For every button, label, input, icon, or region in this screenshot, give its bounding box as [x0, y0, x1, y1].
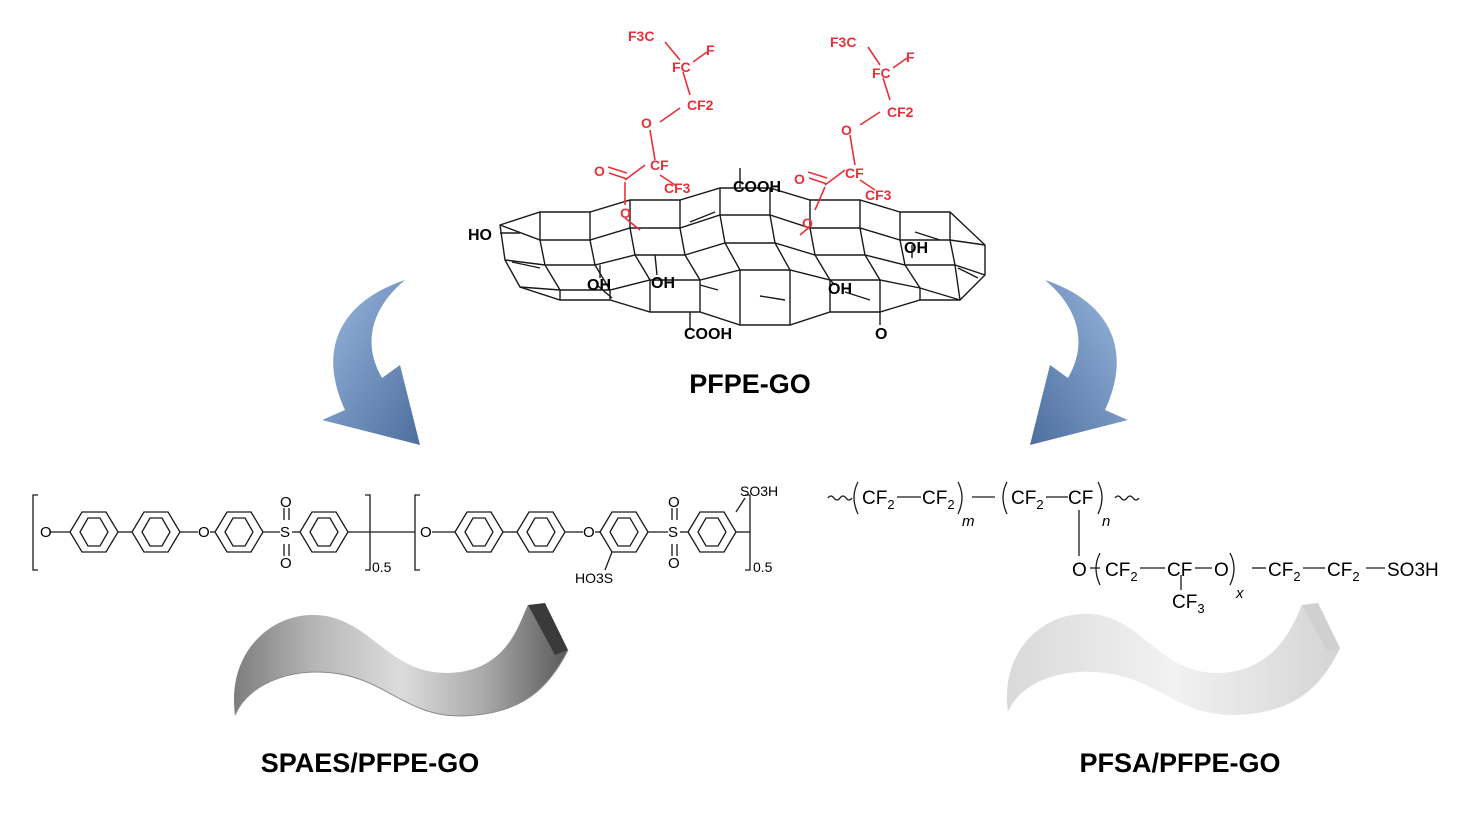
spaes-o-label-5: O	[420, 524, 432, 541]
spaes-o-label-1: O	[40, 524, 52, 541]
carbonyl-o-label: O	[794, 171, 805, 187]
cf3-label: CF3	[865, 187, 892, 203]
f3c-label: F3C	[830, 34, 856, 50]
pfsa-subscript-x: x	[1235, 585, 1244, 602]
ester-o-label: O	[620, 205, 631, 221]
pfsa-structure	[827, 481, 1385, 590]
spaes-s-label-1: S	[280, 524, 290, 541]
carbonyl-o-label: O	[594, 163, 605, 179]
pfsa-cf2-6: CF2	[1327, 560, 1360, 584]
spaes-o-label-8: O	[668, 555, 680, 572]
spaes-pfpe-go-label: SPAES/PFPE-GO	[261, 748, 480, 778]
pfsa-o-1: O	[1072, 560, 1087, 581]
pfsa-cf2-5: CF2	[1268, 560, 1301, 584]
graphene-oxide-sheet	[499, 168, 986, 330]
oh-label-1: OH	[587, 277, 611, 294]
pfsa-cf2-3: CF2	[1011, 488, 1044, 512]
spaes-o-label-3: O	[280, 494, 292, 511]
cf-label: CF	[845, 165, 864, 181]
cf3-label: CF3	[664, 180, 691, 196]
spaes-o-label-6: O	[583, 524, 595, 541]
fc-label: FC	[872, 65, 891, 81]
cf-label: CF	[650, 157, 669, 173]
pfpe-chain-left: F3C FC F CF2 O CF CF3 O O	[594, 28, 715, 231]
cf2-label: CF2	[687, 97, 714, 113]
spaes-so3h-label: SO3H	[740, 483, 778, 499]
ether-o-label: O	[641, 115, 652, 131]
pfsa-cf2-2: CF2	[922, 488, 955, 512]
oh-right-label: OH	[904, 240, 928, 257]
spaes-structure	[32, 494, 751, 571]
spaes-membrane-shape	[233, 603, 569, 717]
cooh-bottom-label: COOH	[684, 326, 732, 343]
curved-arrow-right-icon	[1030, 280, 1128, 445]
pfsa-subscript-n: n	[1102, 513, 1110, 530]
ester-o-label: O	[802, 215, 813, 231]
spaes-ho3s-label: HO3S	[575, 570, 613, 586]
pfsa-membrane-shape	[1006, 603, 1340, 715]
pfpe-chain-right: F3C FC F CF2 O CF CF3 O O	[794, 34, 915, 236]
pfsa-cf2-4: CF2	[1105, 560, 1138, 584]
cooh-top-label: COOH	[733, 179, 781, 196]
spaes-subscript-2: 0.5	[753, 559, 773, 575]
ether-o-label: O	[841, 122, 852, 138]
fc-label: FC	[672, 59, 691, 75]
pfsa-subscript-m: m	[962, 513, 975, 530]
spaes-subscript-1: 0.5	[372, 559, 392, 575]
cf2-label: CF2	[887, 104, 914, 120]
oh-label-3: OH	[828, 281, 852, 298]
spaes-o-label-4: O	[280, 555, 292, 572]
pfsa-cf: CF	[1068, 488, 1093, 509]
pfsa-cf3: CF3	[1172, 592, 1205, 616]
ketone-o-label: O	[875, 326, 887, 343]
f-label: F	[706, 42, 715, 58]
f3c-label: F3C	[628, 28, 654, 44]
pfsa-so3h-label: SO3H	[1387, 560, 1439, 581]
pfsa-pfpe-go-label: PFSA/PFPE-GO	[1079, 748, 1280, 778]
pfsa-cf2-1: CF2	[862, 488, 895, 512]
spaes-o-label-2: O	[198, 524, 210, 541]
f-label: F	[906, 49, 915, 65]
curved-arrow-left-icon	[322, 280, 420, 445]
oh-label-2: OH	[651, 275, 675, 292]
ho-left-label: HO	[468, 227, 492, 244]
pfsa-o-2: O	[1214, 560, 1229, 581]
pfpe-go-label: PFPE-GO	[689, 369, 811, 399]
spaes-s-label-2: S	[668, 524, 678, 541]
spaes-o-label-7: O	[668, 494, 680, 511]
pfsa-cf-2: CF	[1167, 560, 1192, 581]
